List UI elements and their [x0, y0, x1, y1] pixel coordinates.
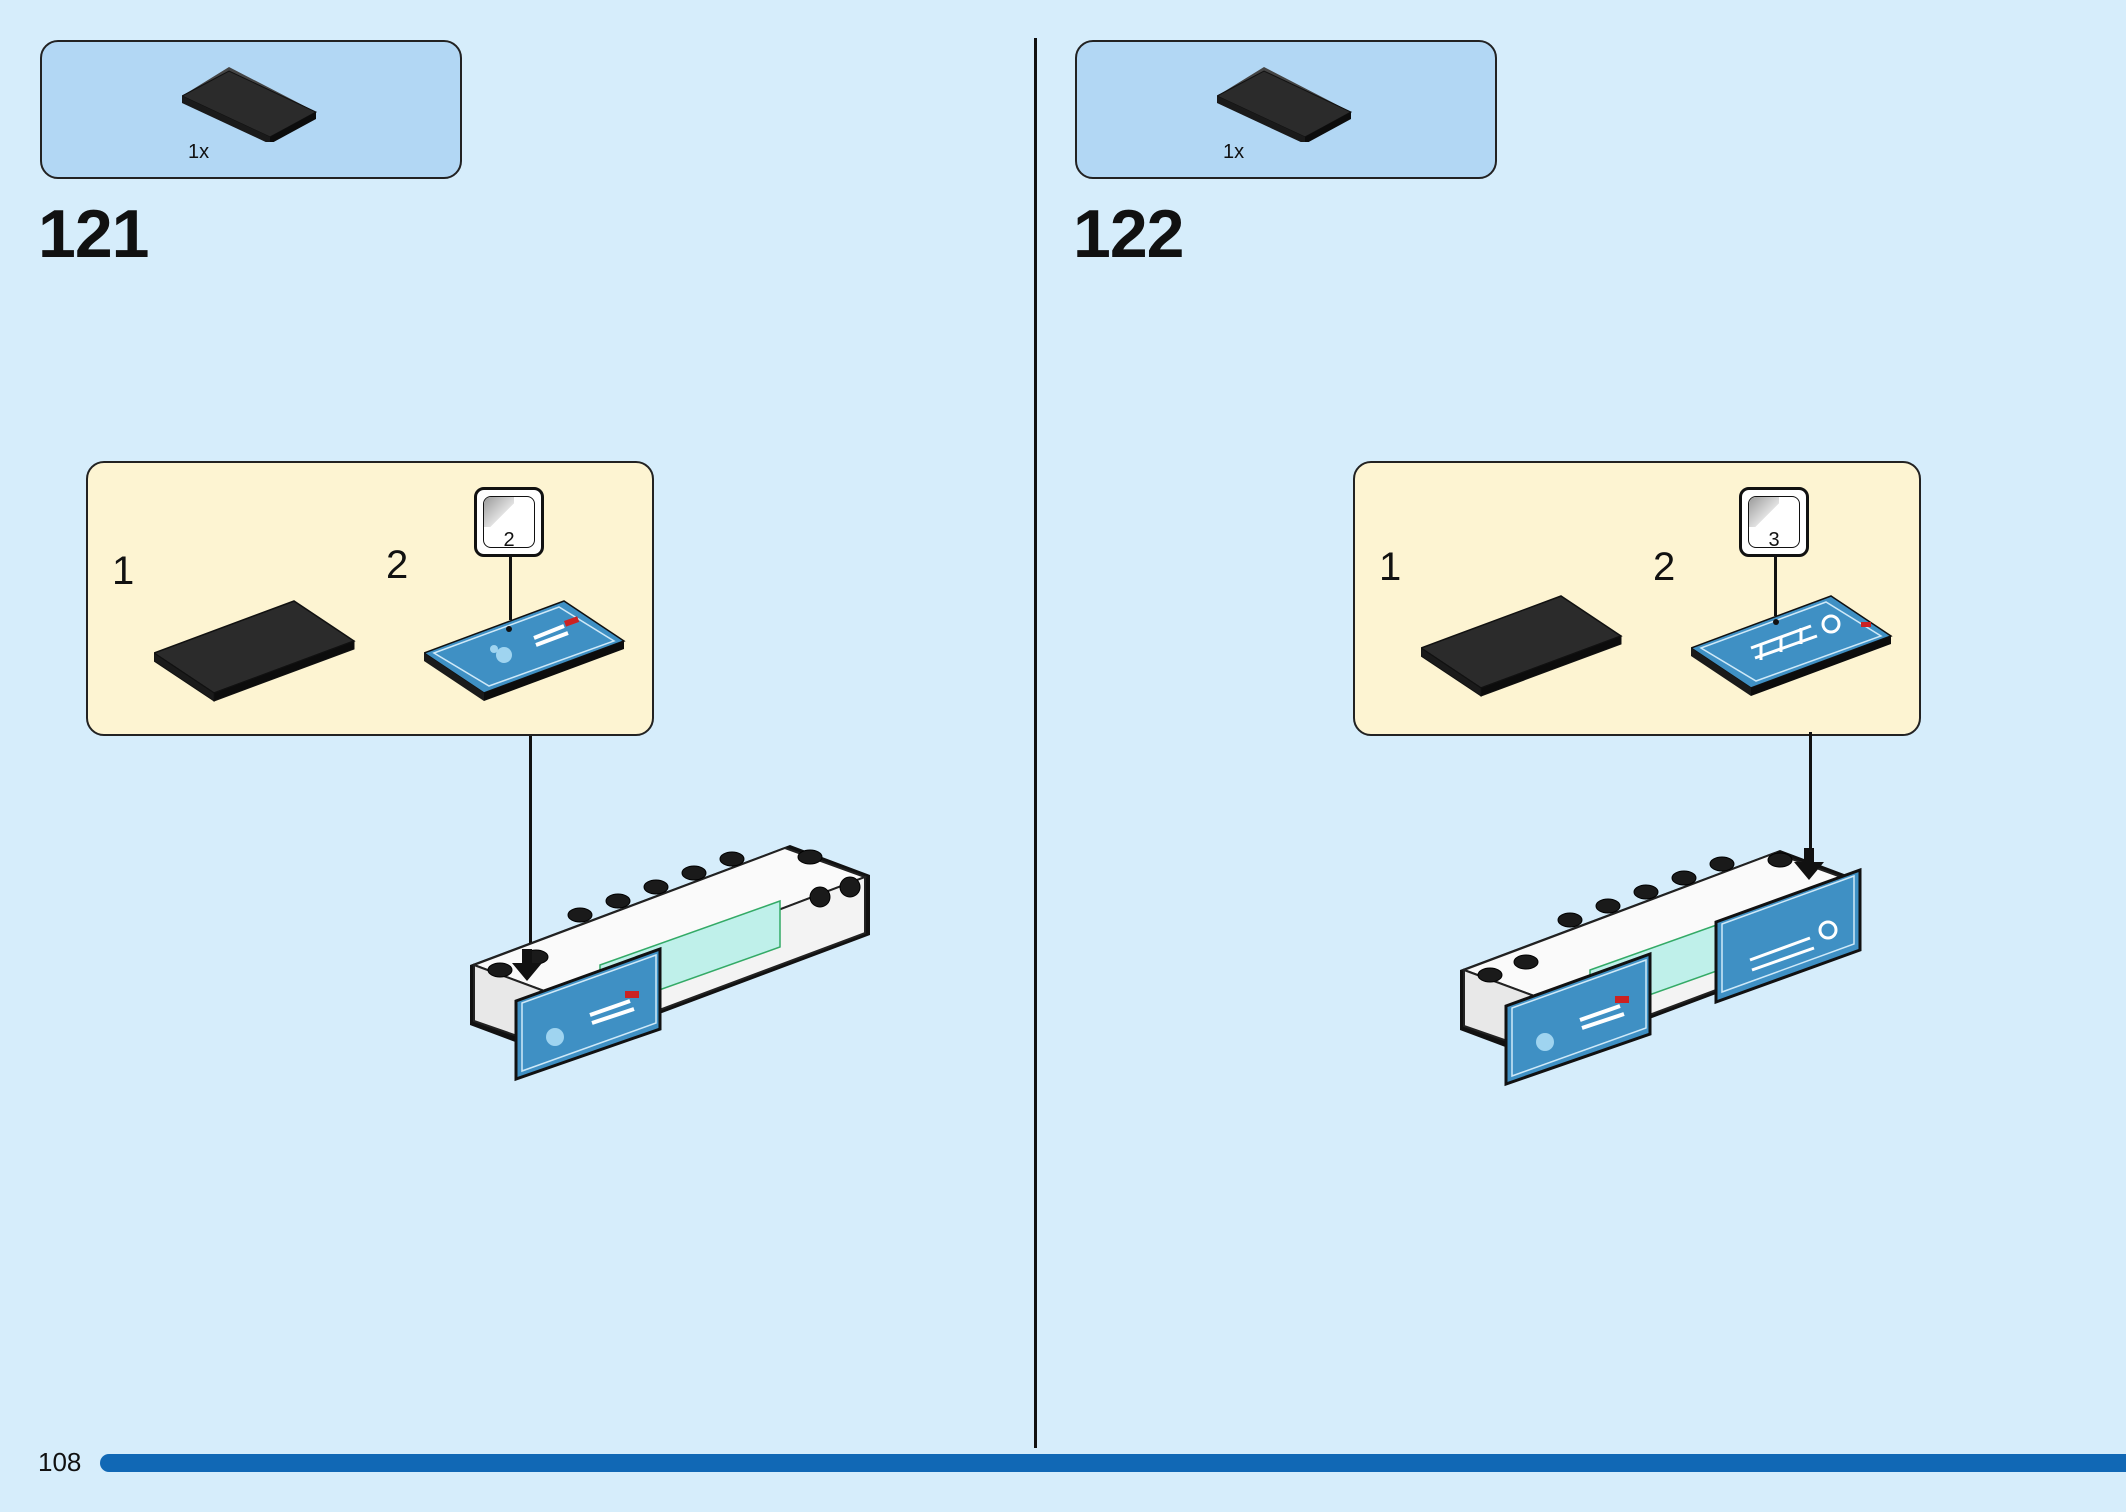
sticker-number: 2 — [503, 529, 515, 551]
part-quantity: 1x — [188, 141, 210, 163]
parts-callout-step-122: 1x — [1075, 40, 1497, 179]
substep-number: 2 — [1653, 545, 1676, 589]
sticker-leader-line — [509, 556, 512, 620]
black-tile-icon — [1421, 595, 1623, 697]
substep-callout-step-122: 1 2 3 — [1353, 461, 1921, 736]
black-tile-icon — [182, 67, 318, 142]
black-tile-icon — [1217, 67, 1353, 142]
substep-callout-step-121: 1 2 2 — [86, 461, 654, 736]
sticker-leader-line — [1774, 556, 1777, 616]
assembly-model-step-122 — [1460, 848, 1862, 1087]
assembly-line — [529, 736, 532, 972]
step-number: 121 — [38, 196, 149, 272]
parts-callout-step-121: 1x — [40, 40, 462, 179]
assembly-model-step-121 — [470, 845, 870, 1082]
arrow-down-icon — [512, 949, 542, 981]
step-number: 122 — [1073, 196, 1184, 272]
sticker-sheet-icon: 3 — [1739, 487, 1809, 557]
substep-number: 1 — [1379, 545, 1402, 589]
progress-bar — [100, 1454, 2126, 1472]
part-quantity: 1x — [1223, 141, 1245, 163]
assembly-line — [1809, 732, 1812, 854]
page-number: 108 — [38, 1447, 82, 1477]
substep-number: 1 — [112, 549, 135, 593]
substep-number: 2 — [386, 543, 409, 587]
page-divider — [1034, 38, 1037, 1448]
sticker-number: 3 — [1768, 529, 1780, 551]
printed-tile-icon — [424, 600, 626, 701]
arrow-down-icon — [1794, 848, 1824, 880]
black-tile-icon — [154, 600, 356, 702]
printed-tile-icon — [1691, 595, 1893, 696]
sticker-sheet-icon: 2 — [474, 487, 544, 557]
